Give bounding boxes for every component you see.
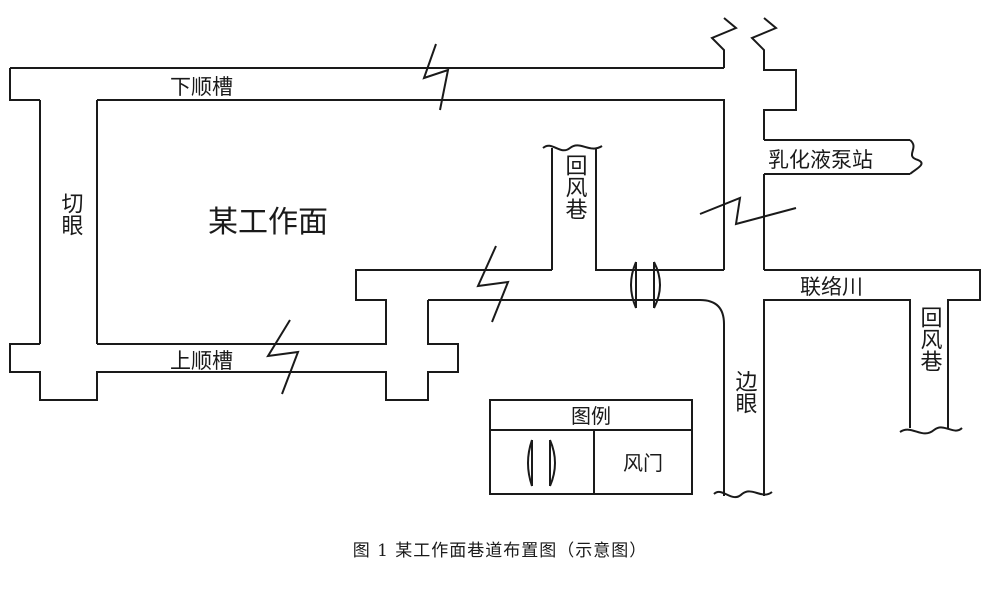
side-eye-roadway xyxy=(428,299,773,499)
legend-air-door-label: 风门 xyxy=(623,451,663,475)
cut-eye-roadway xyxy=(39,100,98,344)
lower-trough-roadway xyxy=(9,269,552,401)
return-air-roadway-1 xyxy=(542,144,724,271)
legend: 图例 风门 xyxy=(489,399,693,495)
legend-title: 图例 xyxy=(571,404,611,428)
lower-trough-label: 上顺槽 xyxy=(170,349,233,373)
figure-caption: 图 1 某工作面巷道布置图（示意图） xyxy=(353,541,648,561)
connection-label: 联络川 xyxy=(800,275,863,299)
air-door-symbol xyxy=(630,261,661,309)
connection-roadway xyxy=(763,269,981,496)
emulsion-pump-roadway xyxy=(764,139,923,175)
side-eye-label: 边眼 xyxy=(732,370,758,414)
return-air-label-2: 回风巷 xyxy=(917,306,943,372)
upper-trough-roadway xyxy=(9,67,797,270)
upper-trough-label: 下顺槽 xyxy=(170,75,233,99)
return-air-label-1: 回风巷 xyxy=(562,154,588,220)
emulsion-pump-label: 乳化液泵站 xyxy=(768,148,873,172)
cut-eye-label: 切眼 xyxy=(58,192,84,236)
top-shaft-break xyxy=(710,17,778,68)
legend-air-door-icon xyxy=(527,439,556,487)
work-face-label: 某工作面 xyxy=(208,205,328,240)
break-marks xyxy=(266,43,797,395)
